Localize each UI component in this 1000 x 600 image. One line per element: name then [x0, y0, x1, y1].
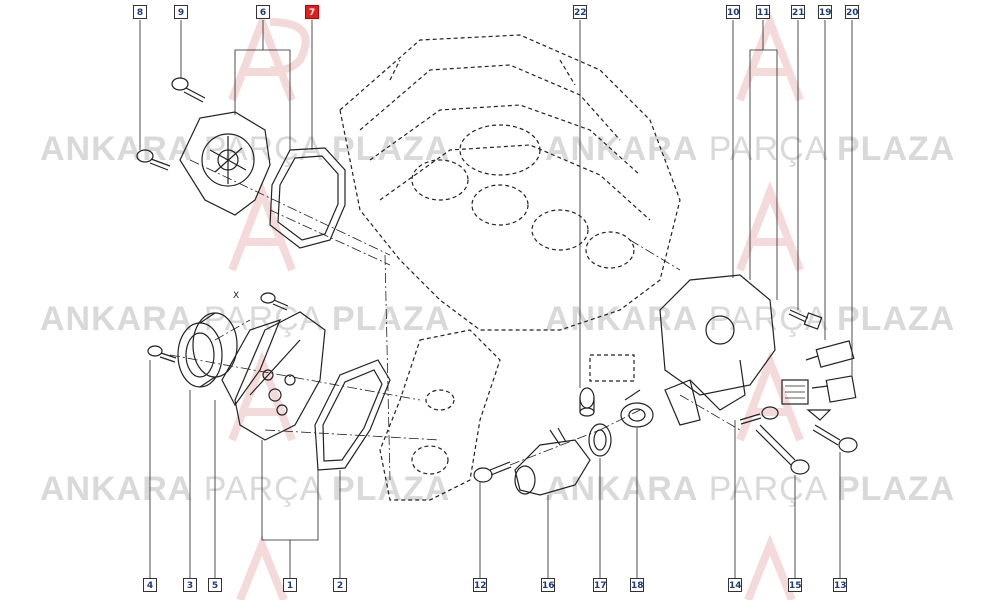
- callout-part-9[interactable]: 9: [174, 5, 188, 19]
- watermark-row-1b: ANKARA PARÇA PLAZA: [545, 130, 956, 168]
- sensor-plug: [781, 379, 809, 405]
- part-8-bolt: [136, 149, 171, 171]
- alignment-lines: [169, 159, 741, 481]
- callout-part-10[interactable]: 10: [726, 5, 740, 19]
- logo-mark-1b: [269, 18, 310, 75]
- part-3-pulley: [177, 312, 238, 388]
- part-19-sensor: [805, 340, 855, 368]
- callout-part-5[interactable]: 5: [208, 578, 222, 592]
- dashed-box: [589, 354, 635, 382]
- part-1-housing: [234, 311, 326, 441]
- logo-mark-8: [744, 534, 796, 600]
- part-12-bolt: [473, 461, 512, 483]
- callout-part-1[interactable]: 1: [283, 578, 297, 592]
- part-16-outlet: [514, 427, 591, 496]
- callout-part-3[interactable]: 3: [183, 578, 197, 592]
- callout-part-8[interactable]: 8: [133, 5, 147, 19]
- callout-part-21[interactable]: 21: [791, 5, 805, 19]
- part-10-thermostat-housing: [659, 274, 776, 426]
- callout-part-19[interactable]: 19: [818, 5, 832, 19]
- part-21-bolt: [788, 309, 823, 330]
- part-4-bolt: [147, 345, 177, 363]
- part-6-water-pump: [179, 111, 271, 216]
- callout-part-17[interactable]: 17: [593, 578, 607, 592]
- part-5-gasket: [221, 319, 282, 407]
- plug-clip: [806, 409, 832, 421]
- leader-lines: [139, 20, 853, 578]
- callout-part-22[interactable]: 22: [573, 5, 587, 19]
- part-9-bolt: [171, 77, 206, 103]
- part-20-sensor: [811, 375, 857, 403]
- x-mark-label: X: [233, 291, 239, 301]
- callout-part-13[interactable]: 13: [833, 578, 847, 592]
- logo-mark-7: [236, 534, 288, 600]
- part-7-gasket: [269, 147, 346, 249]
- bolt-top: [260, 292, 289, 311]
- callout-part-18[interactable]: 18: [630, 578, 644, 592]
- callout-part-14[interactable]: 14: [728, 578, 742, 592]
- watermark-row-2: ANKARA PARÇA PLAZA: [40, 300, 451, 338]
- part-22-plug: [579, 387, 595, 417]
- part-15-bolt: [755, 424, 810, 475]
- callout-part-11[interactable]: 11: [756, 5, 770, 19]
- watermark-row-3b: ANKARA PARÇA PLAZA: [545, 470, 956, 508]
- logo-mark-2: [228, 180, 296, 272]
- logo-mark-3: [228, 350, 296, 442]
- engine-block-outline: [339, 34, 681, 501]
- part-2-gasket: [314, 359, 391, 471]
- callout-part-20[interactable]: 20: [845, 5, 859, 19]
- callout-part-16[interactable]: 16: [541, 578, 555, 592]
- part-17-seal: [588, 423, 612, 457]
- callout-part-12[interactable]: 12: [473, 578, 487, 592]
- callout-part-4[interactable]: 4: [143, 578, 157, 592]
- callout-part-15[interactable]: 15: [788, 578, 802, 592]
- logo-mark-6: [736, 350, 804, 442]
- callout-part-7-selected[interactable]: 7: [305, 5, 319, 19]
- callout-part-2[interactable]: 2: [333, 578, 347, 592]
- part-13-bolt: [812, 424, 858, 453]
- callout-part-6[interactable]: 6: [256, 5, 270, 19]
- part-14-bolt: [739, 406, 779, 425]
- part-18-thermostat: [620, 389, 654, 428]
